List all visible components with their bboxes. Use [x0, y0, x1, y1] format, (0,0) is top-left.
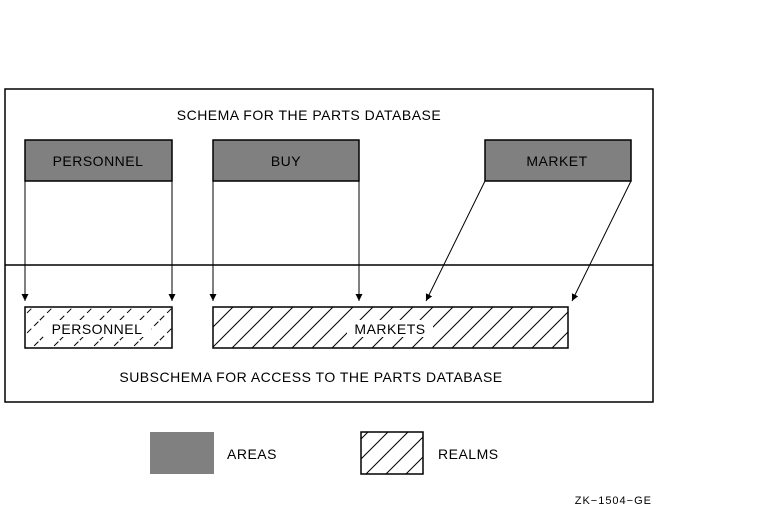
- realm-markets-label: MARKETS: [354, 321, 425, 337]
- area-market-label: MARKET: [526, 153, 587, 169]
- area-buy: BUY: [212, 139, 360, 182]
- diagram-frame: [4, 88, 654, 403]
- realm-personnel-label: PERSONNEL: [52, 321, 143, 337]
- legend: AREAS REALMS: [150, 431, 499, 475]
- arrow-market-left: [425, 180, 486, 302]
- legend-realms-label: REALMS: [438, 446, 499, 462]
- area-personnel: PERSONNEL: [24, 139, 173, 182]
- arrow-market-right: [571, 180, 632, 302]
- legend-areas-swatch: [150, 432, 214, 474]
- subschema-title: SUBSCHEMA FOR ACCESS TO THE PARTS DATABA…: [119, 369, 502, 385]
- schema-title: SCHEMA FOR THE PARTS DATABASE: [177, 107, 441, 123]
- area-personnel-label: PERSONNEL: [53, 153, 144, 169]
- legend-realms-swatch: [360, 431, 424, 475]
- legend-areas-label: AREAS: [227, 446, 277, 462]
- area-market: MARKET: [484, 139, 632, 182]
- figure-id: ZK−1504−GE: [575, 495, 652, 507]
- area-buy-label: BUY: [271, 153, 301, 169]
- realm-personnel: PERSONNEL: [24, 306, 173, 349]
- realm-markets: MARKETS: [212, 306, 569, 349]
